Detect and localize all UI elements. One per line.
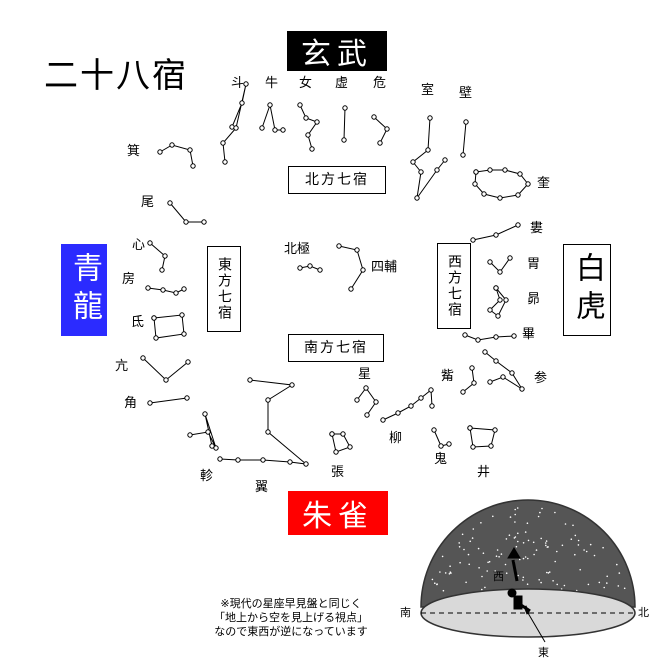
label-fang: 房 [122,272,136,287]
label-gui: 鬼 [434,452,448,467]
observer-figure [507,547,531,615]
label-xin: 心 [132,238,146,253]
note-line-2: 「地上から空を見上げる視点」 [214,611,368,624]
dome-label-south: 南 [400,606,411,619]
label-wei-north: 危 [373,76,387,91]
dome-label-north: 北 [638,606,649,619]
dome-label-west: 西 [493,570,504,583]
label-zi: 觜 [441,369,455,384]
label-shiho: 四輔 [371,260,398,275]
group-south-box: 南方七宿 [288,334,384,362]
direction-south-box: 朱雀 [288,491,388,535]
label-zhang: 張 [331,465,345,480]
label-bi-west: 畢 [522,327,536,342]
label-jiao: 角 [124,396,138,411]
dome-label-east: 東 [538,646,549,659]
label-shen: 参 [534,371,548,386]
label-shi: 室 [421,83,435,98]
note-line-3: なので東西が逆になっています [214,625,368,638]
label-nu: 女 [299,76,313,91]
label-polaris: 北極 [284,242,311,257]
label-di: 氐 [131,315,145,330]
label-mao: 昴 [527,292,541,307]
label-lou: 婁 [530,221,544,236]
label-zhen: 軫 [200,469,214,484]
note-text: ※現代の星座早見盤と同じく 「地上から空を見上げる視点」 なので東西が逆になって… [196,597,386,639]
label-xing: 星 [358,367,372,382]
label-dou: 斗 [231,76,245,91]
label-ji: 箕 [127,144,141,159]
label-bi: 壁 [459,86,473,101]
group-east-box: 東方七宿 [207,246,241,332]
label-wei-east: 尾 [141,195,155,210]
label-xu: 虚 [335,76,349,91]
page-title: 二十八宿 [44,56,188,96]
group-north-box: 北方七宿 [288,166,386,194]
direction-north-box: 玄武 [287,31,387,72]
label-liu: 柳 [389,431,403,446]
label-wei-west: 胃 [527,257,541,272]
label-yi: 翼 [255,480,269,495]
direction-east-box: 青龍 [61,244,107,336]
label-jing: 井 [477,465,491,480]
label-kui: 奎 [537,176,551,191]
group-west-box: 西方七宿 [437,243,471,329]
note-line-1: ※現代の星座早見盤と同じく [220,597,362,610]
direction-west-box: 白虎 [563,244,611,336]
label-kang: 亢 [115,359,129,374]
label-niu: 牛 [265,76,279,91]
